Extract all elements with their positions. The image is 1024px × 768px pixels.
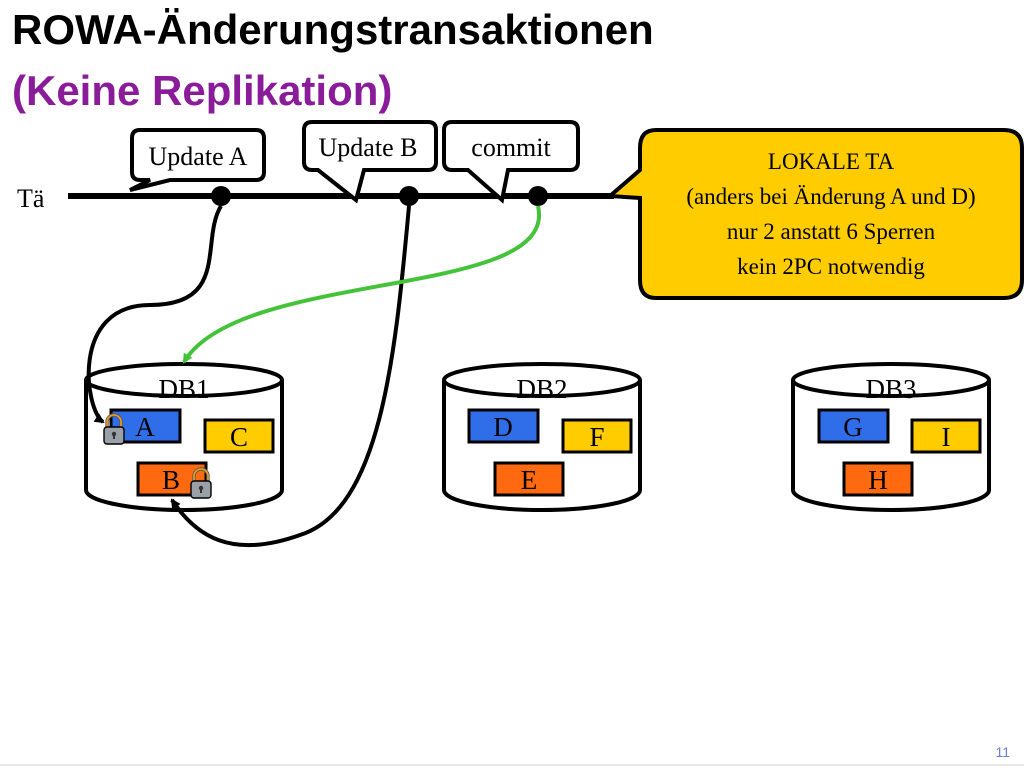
item-i-label: I (942, 422, 951, 452)
note-line-3: nur 2 anstatt 6 Sperren (727, 219, 936, 244)
db2-label: DB2 (516, 374, 567, 404)
note-line-4: kein 2PC notwendig (737, 254, 925, 279)
item-h-box (842, 461, 914, 497)
item-e-label: E (521, 465, 538, 495)
item-f-label: F (589, 422, 604, 452)
db1-label: DB1 (158, 374, 209, 404)
commit-arrow (182, 205, 541, 364)
timeline-point-commit (528, 186, 548, 206)
page-number: 11 (995, 744, 1010, 760)
database-db3: DB3 G I H (791, 362, 991, 512)
database-db1: DB1 A C B (84, 362, 284, 512)
item-h-label: H (868, 465, 888, 495)
callout-commit: commit (442, 120, 580, 204)
item-d-label: D (493, 412, 513, 442)
item-a-label: A (135, 412, 155, 442)
slide-title: ROWA-Änderungstransaktionen (12, 6, 654, 53)
callout-update-b: Update B (302, 120, 438, 204)
update-a-arrow (86, 204, 223, 424)
note-callout: LOKALE TA (anders bei Änderung A und D) … (605, 128, 1024, 300)
timeline-point-update-b (399, 186, 419, 206)
item-d-box (467, 408, 540, 444)
timeline-point-update-a (211, 186, 231, 206)
callout-commit-text: commit (471, 133, 551, 162)
update-b-arrow (170, 205, 411, 548)
note-line-1: LOKALE TA (768, 149, 895, 174)
item-i-box (910, 418, 982, 454)
item-c-label: C (230, 422, 248, 452)
callout-update-a: Update A (129, 128, 266, 192)
item-g-label: G (843, 412, 863, 442)
item-b-label: B (162, 465, 180, 495)
slide-subtitle: (Keine Replikation) (12, 67, 393, 114)
callout-update-b-text: Update B (319, 133, 418, 162)
note-line-2: (anders bei Änderung A und D) (686, 184, 975, 209)
item-e-box (493, 461, 565, 497)
database-db2: DB2 D F E (442, 362, 642, 512)
timeline-label: Tä (17, 184, 45, 213)
footer-divider (0, 764, 1024, 766)
item-f-box (561, 418, 633, 454)
db3-label: DB3 (865, 374, 916, 404)
callout-update-a-text: Update A (149, 142, 248, 171)
item-c-box (203, 418, 275, 454)
item-g-box (817, 408, 890, 444)
